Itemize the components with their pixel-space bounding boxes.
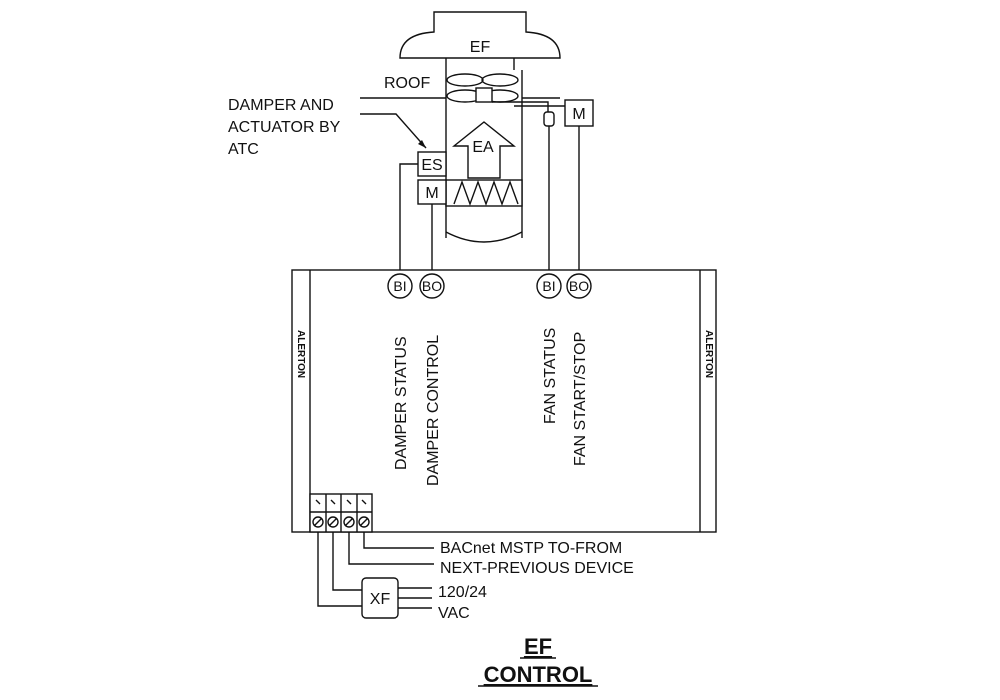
io-point-damper-control: BO DAMPER CONTROL (419, 273, 445, 486)
network-label-line2: NEXT-PREVIOUS DEVICE (440, 560, 634, 577)
io-point-damper-status: BI DAMPER STATUS (387, 273, 413, 470)
end-switch-label: ES (421, 157, 442, 174)
network-wire-2 (348, 532, 434, 565)
damper-zigzag-icon (453, 179, 519, 207)
network-label-line1: BACnet MSTP TO-FROM (440, 540, 622, 557)
fan-status-switch (492, 101, 555, 272)
io-point-fan-status: BI FAN STATUS (536, 273, 562, 424)
fan-motor-label: M (572, 106, 585, 123)
io-signal-label: FAN START/STOP (572, 332, 589, 466)
airflow-arrow-icon (452, 121, 516, 179)
controller-brand-right: ALERTON (703, 330, 714, 378)
terminal-screw-icon (312, 499, 370, 528)
io-point-fan-start-stop: BO FAN START/STOP (566, 273, 592, 466)
leader-arrowhead-icon (418, 140, 426, 148)
io-signal-label: DAMPER CONTROL (425, 335, 442, 486)
damper-actuator-label: M (425, 185, 438, 202)
power-label-line2: VAC (438, 605, 470, 622)
damper-note-line1: DAMPER AND (228, 97, 334, 114)
duct-bottom (445, 231, 523, 243)
exhaust-fan: EF ROOF EA (360, 11, 561, 243)
io-point-type: BO (569, 278, 589, 294)
end-switch-wire (399, 163, 418, 272)
network-wire-1 (363, 532, 434, 549)
power-label-line1: 120/24 (438, 584, 487, 601)
fan-blades-icon (446, 73, 519, 103)
airflow-label: EA (472, 139, 494, 156)
io-point-type: BO (422, 278, 442, 294)
damper-note-leader (360, 113, 427, 149)
damper-note-line2: ACTUATOR BY (228, 119, 341, 136)
power-wire-2 (317, 532, 362, 607)
fan-motor: M (514, 99, 594, 272)
controller-brand-left: ALERTON (295, 330, 306, 378)
roof-label: ROOF (384, 75, 430, 92)
fan-curb (445, 58, 515, 70)
damper-note-line3: ATC (228, 141, 259, 158)
diagram-title-line1: EF (524, 634, 552, 659)
diagram-title-line2: CONTROL (484, 662, 593, 687)
io-signal-label: DAMPER STATUS (393, 336, 410, 470)
io-signal-label: FAN STATUS (542, 328, 559, 424)
damper-actuator-box (417, 179, 447, 205)
end-switch-box (417, 151, 447, 177)
io-point-type: BI (393, 278, 406, 294)
controller: ALERTON ALERTON (291, 269, 717, 533)
power-wire-1 (332, 532, 362, 591)
fan-label: EF (470, 39, 491, 56)
transformer-label: XF (370, 591, 391, 608)
fan-hood (399, 11, 561, 59)
power-supply-wires (398, 587, 432, 609)
controller-enclosure (291, 269, 717, 533)
terminal-block (309, 493, 373, 533)
io-point-type: BI (542, 278, 555, 294)
